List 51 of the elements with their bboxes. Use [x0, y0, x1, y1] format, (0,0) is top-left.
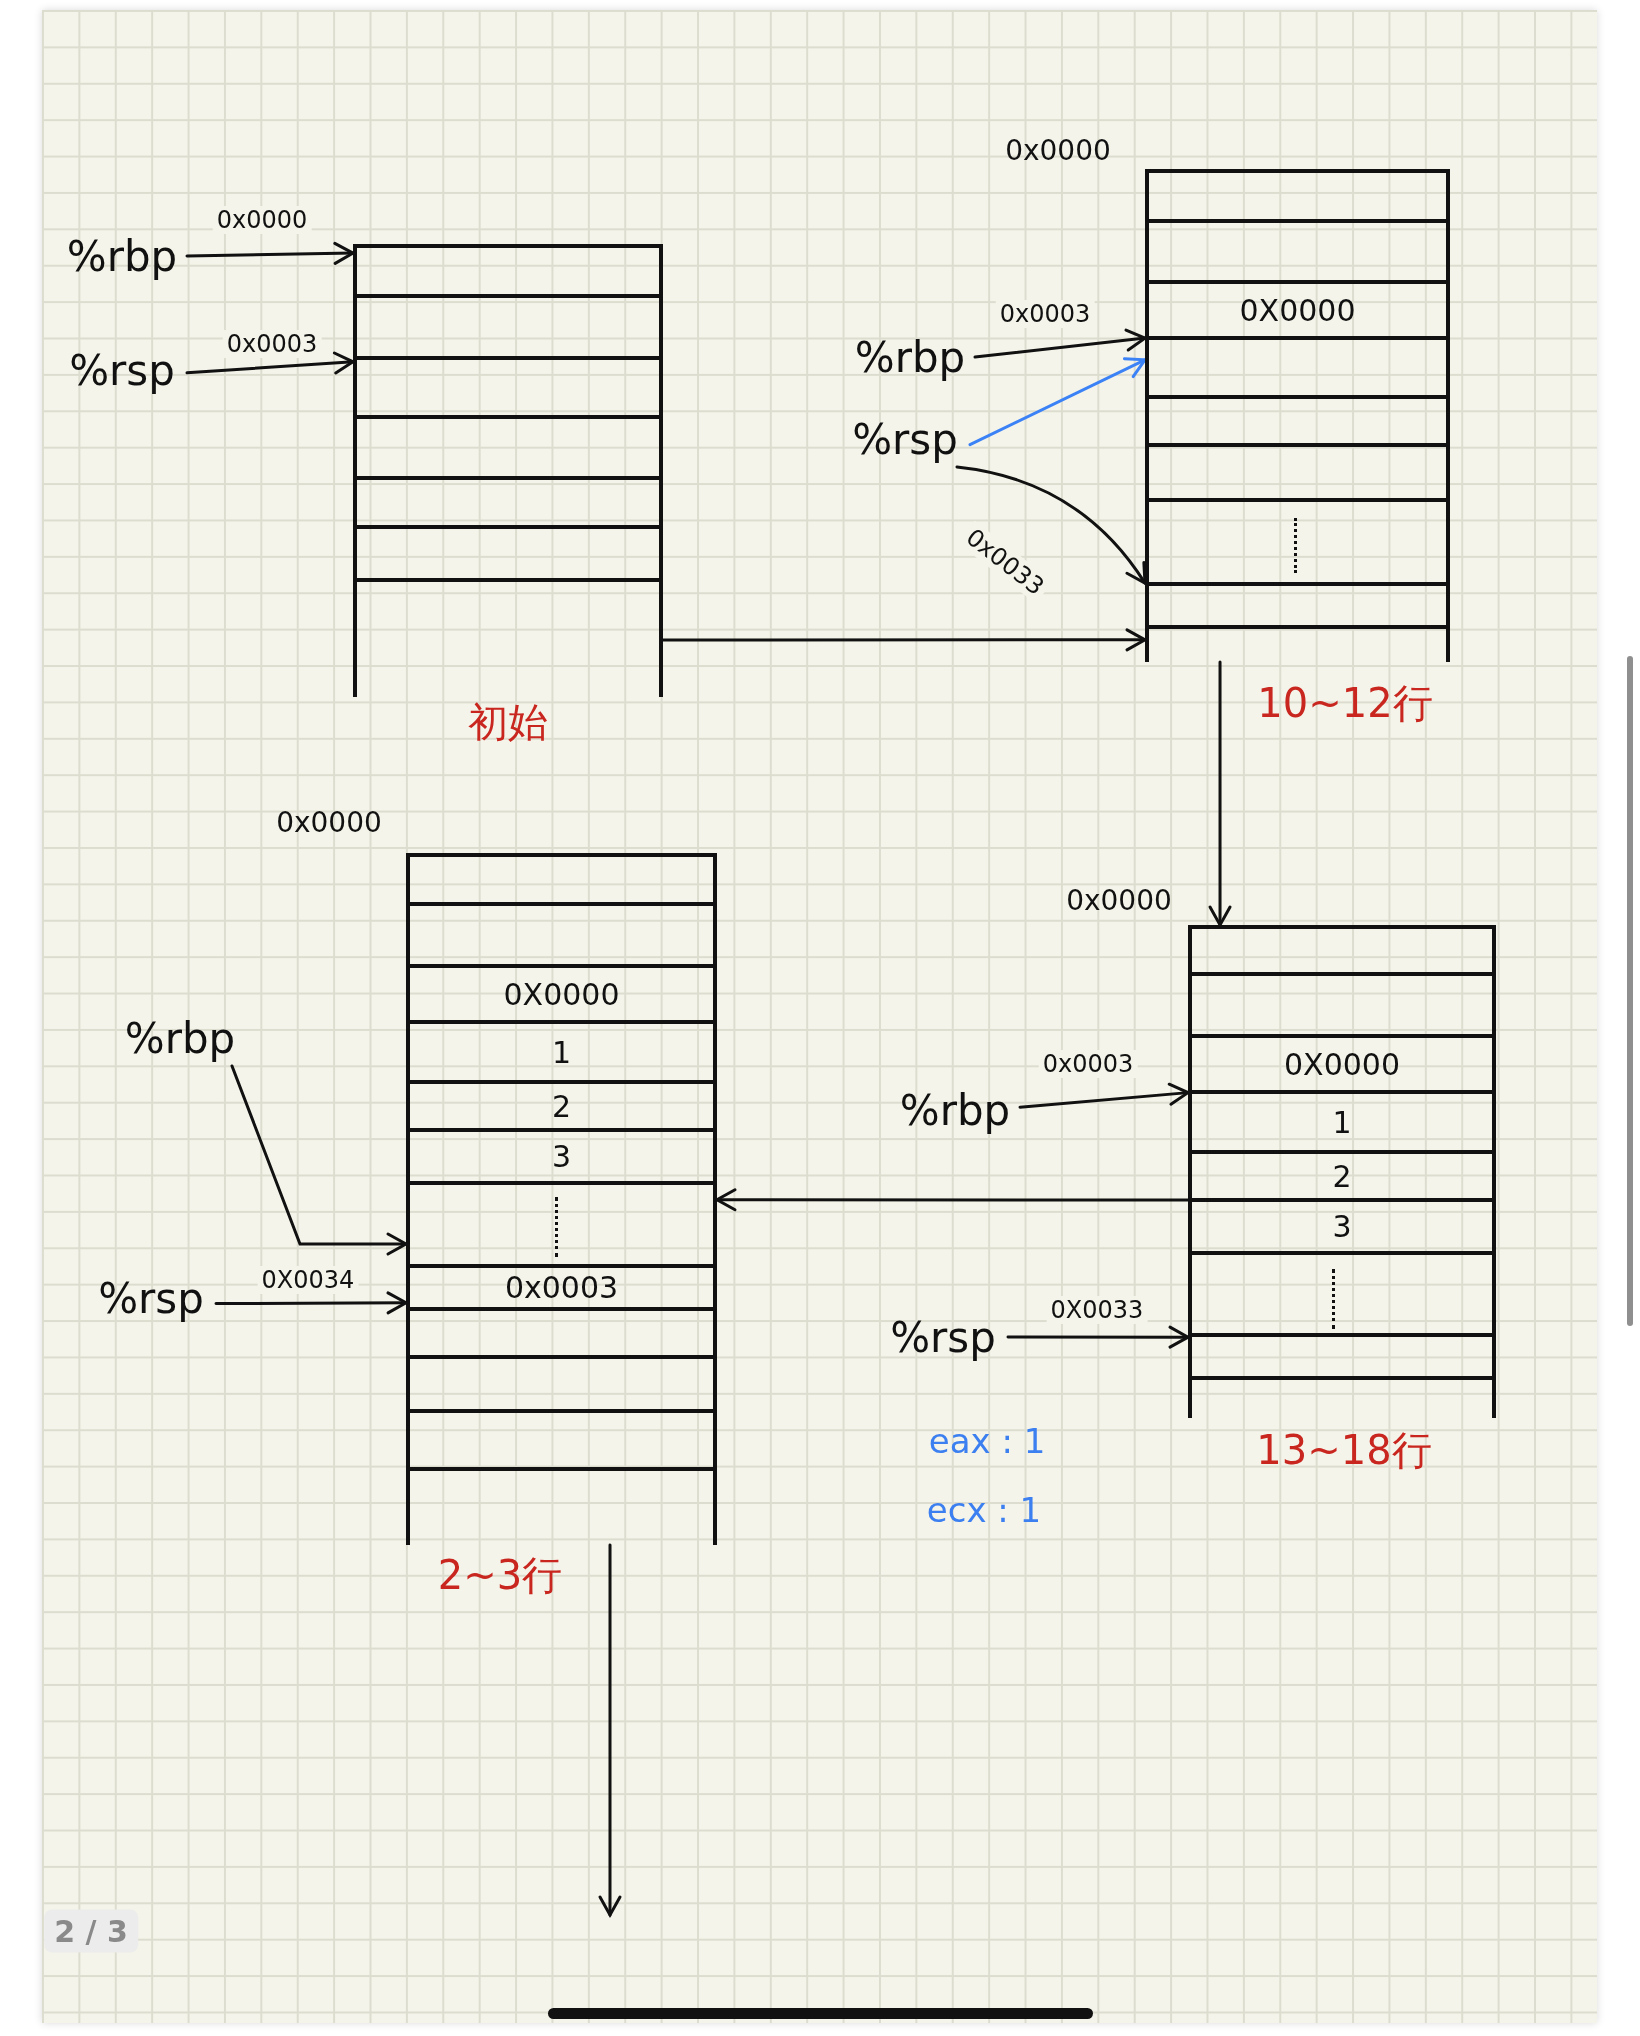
stack-slot-value: 3	[1192, 1200, 1492, 1253]
register-value-note: ecx : 1	[926, 1490, 1042, 1530]
step-caption: 2~3行	[437, 1550, 563, 1600]
address-label: 0x0000	[276, 805, 382, 839]
stack-slot-value: 0X0000	[410, 966, 713, 1022]
arrow	[968, 357, 1147, 447]
register-label: %rsp	[57, 342, 187, 398]
address-label: 0x0000	[1005, 133, 1111, 167]
stack-slot-value: 2	[410, 1082, 713, 1130]
stack-frame	[406, 853, 717, 1545]
register-label: %rbp	[845, 329, 975, 385]
edge-label: 0X0034	[257, 1266, 359, 1294]
register-label: %rbp	[890, 1082, 1020, 1138]
stack-frame	[1145, 169, 1450, 662]
stack-slot-value: 0X0000	[1149, 282, 1446, 338]
stack-frame	[1188, 925, 1496, 1418]
arrow	[598, 1543, 622, 1917]
address-label: 0x0000	[1066, 883, 1172, 917]
step-caption: 13~18行	[1256, 1425, 1432, 1475]
arrow	[1006, 1325, 1190, 1349]
arrow	[230, 1064, 408, 1256]
arrow	[973, 328, 1147, 359]
register-label: %rsp	[878, 1309, 1008, 1365]
arrow	[715, 1188, 1190, 1212]
register-label: %rbp	[57, 228, 187, 284]
arrow	[1208, 660, 1232, 927]
step-caption: 10~12行	[1257, 678, 1433, 728]
stack-slot-value: 2	[1192, 1152, 1492, 1200]
register-label: %rsp	[840, 411, 970, 467]
arrow	[185, 351, 355, 375]
register-label: %rsp	[86, 1270, 216, 1326]
stack-slot-value: 1	[1192, 1092, 1492, 1152]
arrow	[1018, 1082, 1190, 1109]
stack-slot-value: 3	[410, 1130, 713, 1183]
edge-label: 0x0003	[222, 330, 322, 358]
edge-label: 0x0003	[1038, 1050, 1138, 1078]
stack-slot-value: 0x0003	[410, 1266, 713, 1309]
register-label: %rbp	[115, 1010, 245, 1066]
edge-label: 0X0033	[1046, 1296, 1148, 1324]
arrow	[185, 241, 355, 265]
edge-label: 0x0000	[212, 206, 312, 234]
arrow	[955, 465, 1147, 585]
register-value-note: eax : 1	[928, 1421, 1046, 1461]
stack-slot-value: 1	[410, 1022, 713, 1082]
step-caption: 初始	[468, 697, 548, 747]
page-indicator: 2 / 3	[44, 1909, 138, 1953]
edge-label: 0x0003	[995, 300, 1095, 328]
arrow	[214, 1291, 408, 1315]
arrow	[661, 628, 1147, 652]
stack-frame	[353, 244, 663, 697]
stack-slot-value: 0X0000	[1192, 1036, 1492, 1092]
